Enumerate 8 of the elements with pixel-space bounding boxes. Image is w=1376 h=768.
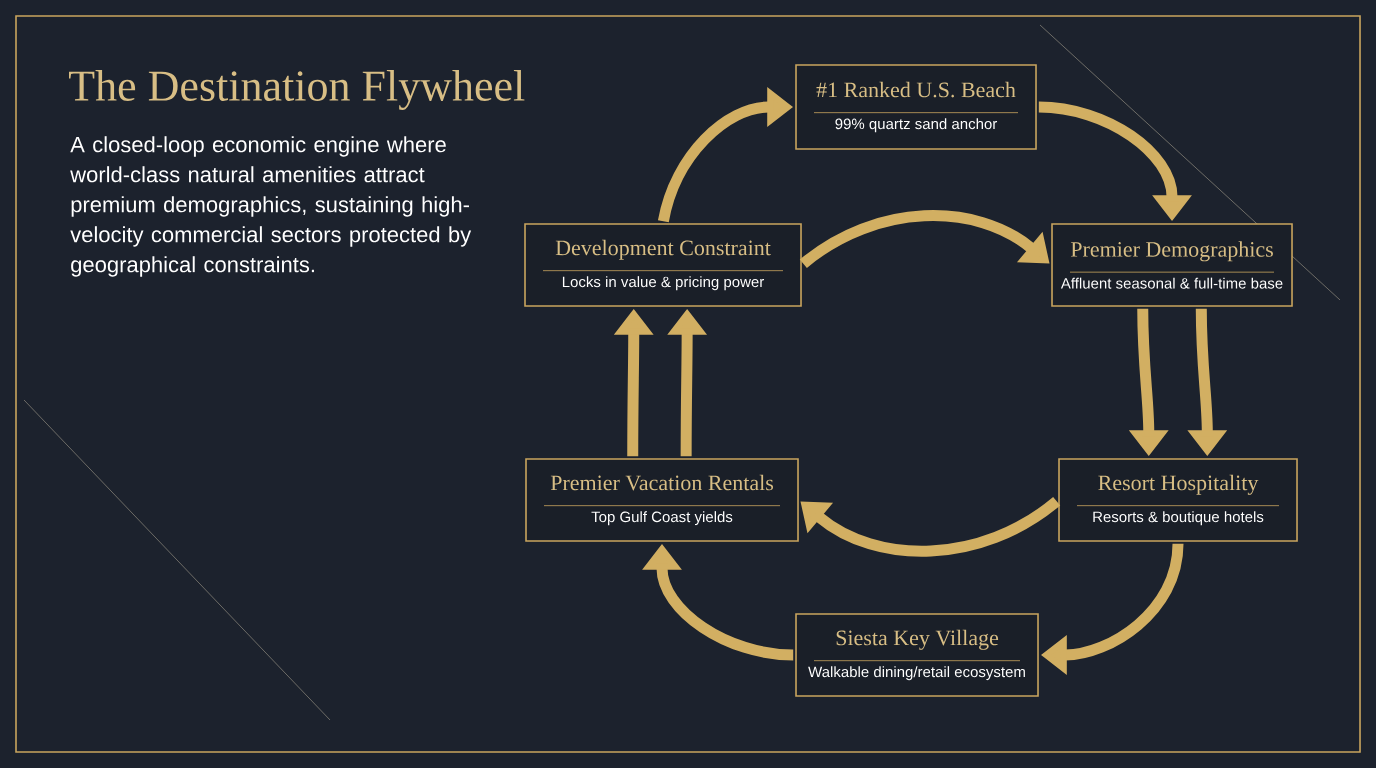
label-box: Premier Demographics Affluent seasonal & full-time base [1051,223,1293,307]
label-box: Siesta Key Village Walkable dining/retail ecosystem [795,613,1039,697]
description: A closed-loop economic engine where world-class natural amenities attract premium demographics, sustaining high-velocity commercial sectors protected by geographical constraints. [70,136,472,277]
title: The Destination Flywheel [69,70,525,110]
label-box: Development Constraint Locks in value & pricing power [524,223,802,307]
label-box: #1 Ranked U.S. Beach 99% quartz sand anchor [795,64,1037,150]
label-box: Resort Hospitality Resorts & boutique hotels [1058,458,1298,542]
label-box: Premier Vacation Rentals Top Gulf Coast yields [525,458,799,542]
